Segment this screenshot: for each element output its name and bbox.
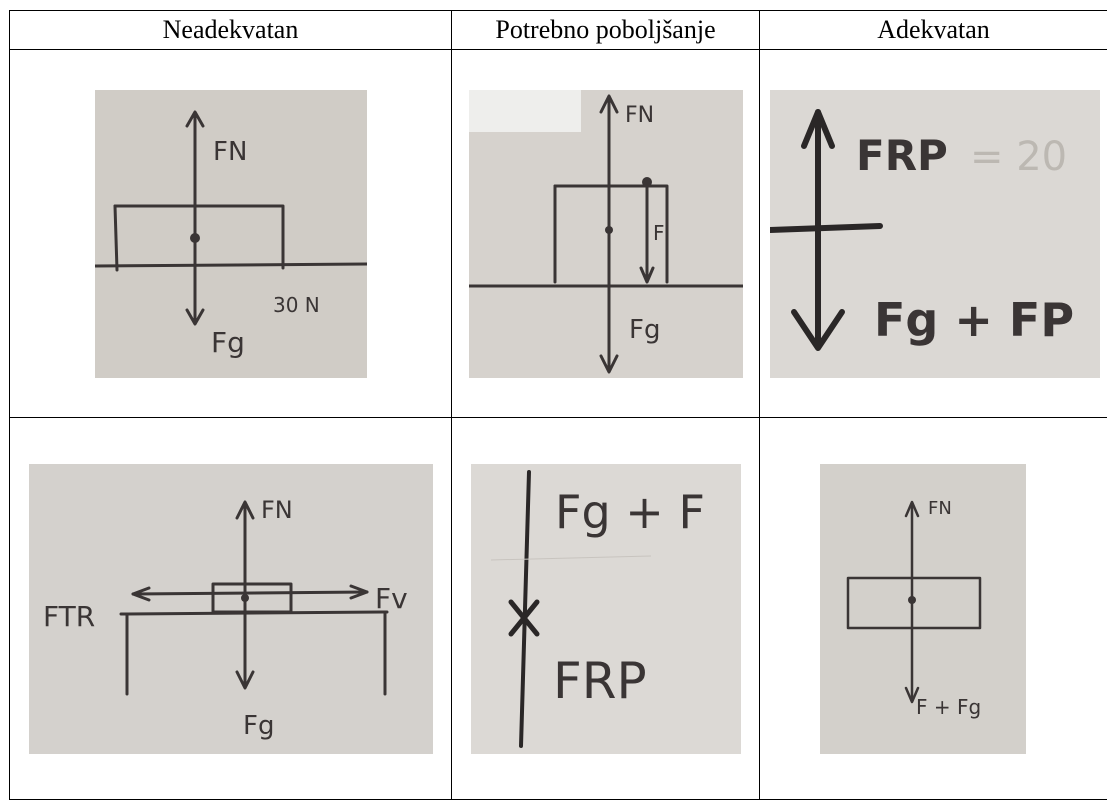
force-diagram-photo: FRP = 20 Fg + FP xyxy=(770,89,1100,378)
label-fg: Fg xyxy=(211,326,245,359)
free-body-diagram: FRP = 20 Fg + FP xyxy=(770,108,1074,351)
table-cell: FN Fg 30 N xyxy=(9,49,452,418)
table-cell: FRP = 20 Fg + FP xyxy=(759,49,1107,418)
header-inadequate: Neadekvatan xyxy=(9,10,452,50)
label-fn: FN xyxy=(213,137,247,167)
assessment-table: Neadekvatan Potrebno poboljšanje Adekvat… xyxy=(9,10,1107,800)
table-row: FN FTR Fv Fg Fg + F FRP xyxy=(9,417,1107,800)
table-cell: Fg + F FRP xyxy=(451,417,760,800)
label-fv: Fv xyxy=(375,582,408,615)
force-diagram-photo: Fg + F FRP xyxy=(470,463,741,754)
force-diagram-photo: FN Fg 30 N xyxy=(94,89,367,378)
header-row: Neadekvatan Potrebno poboljšanje Adekvat… xyxy=(9,10,1107,50)
header-needs-improvement: Potrebno poboljšanje xyxy=(451,10,760,50)
label-fg-plus-f: Fg + F xyxy=(555,485,705,539)
free-body-diagram: FN F + Fg xyxy=(846,498,982,719)
label-30n: 30 N xyxy=(273,293,320,317)
label-ftr: FTR xyxy=(43,600,95,633)
free-body-diagram: FN FTR Fv Fg xyxy=(43,496,408,741)
label-equals-20: = 20 xyxy=(970,134,1067,180)
label-frp: FRP xyxy=(856,131,948,180)
label-frp: FRP xyxy=(553,652,647,710)
label-f-plus-fg: F + Fg xyxy=(916,695,981,719)
label-f: F xyxy=(653,221,665,245)
table-row: FN Fg 30 N xyxy=(9,49,1107,418)
label-fg: Fg xyxy=(629,315,660,345)
force-diagram-photo: FN F Fg xyxy=(468,89,743,378)
free-body-diagram: FN Fg 30 N xyxy=(94,110,367,359)
force-diagram-photo: FN F + Fg xyxy=(820,463,1026,754)
table-cell: FN F + Fg xyxy=(759,417,1107,800)
table-cell: FN FTR Fv Fg xyxy=(9,417,452,800)
label-fg: Fg xyxy=(243,711,274,741)
label-fg-plus-fp: Fg + FP xyxy=(874,293,1074,347)
free-body-diagram: FN F Fg xyxy=(468,89,743,373)
label-fn: FN xyxy=(261,496,293,524)
header-adequate: Adekvatan xyxy=(759,10,1107,50)
free-body-diagram: Fg + F FRP xyxy=(490,469,705,748)
label-fn: FN xyxy=(625,103,654,128)
label-fn: FN xyxy=(928,498,952,519)
table-cell: FN F Fg xyxy=(451,49,760,418)
force-diagram-photo: FN FTR Fv Fg xyxy=(28,463,433,754)
